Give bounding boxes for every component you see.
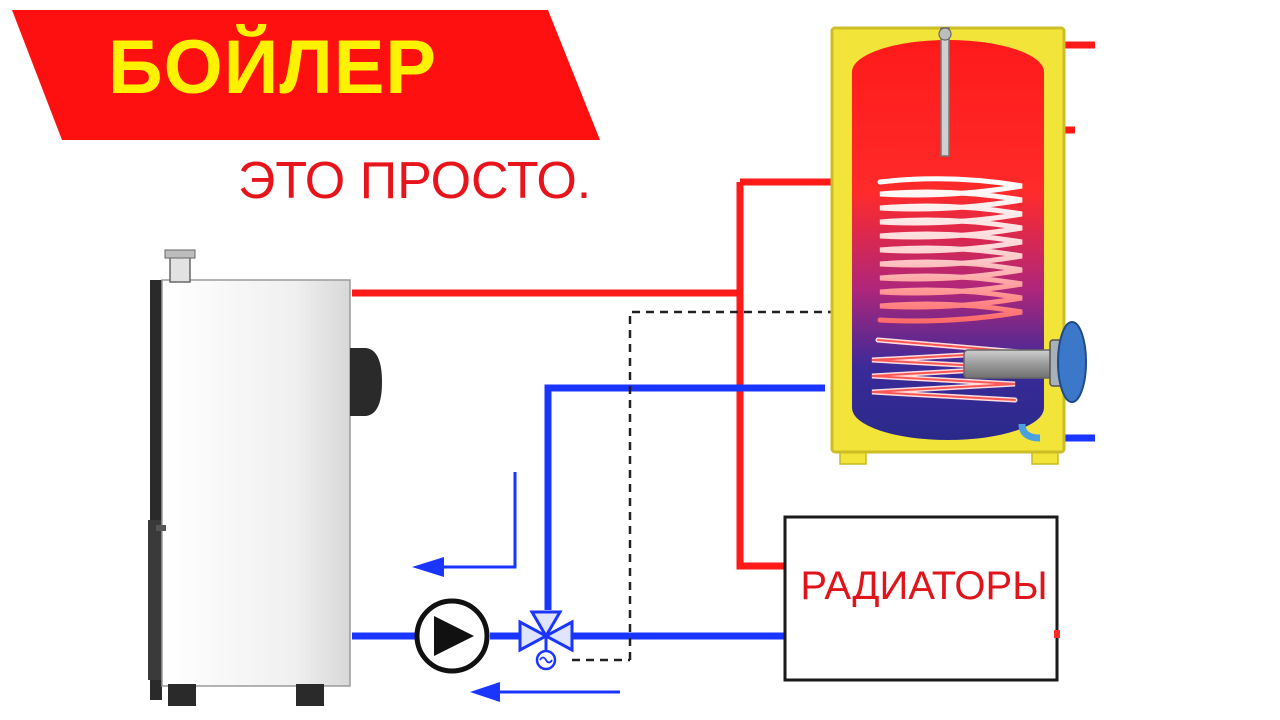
banner-background bbox=[12, 10, 600, 140]
banner-title: БОЙЛЕР bbox=[108, 25, 438, 110]
title-banner bbox=[12, 10, 600, 140]
electric-heater-element bbox=[963, 321, 1087, 403]
three-way-valve-icon bbox=[518, 610, 574, 671]
return-pipes bbox=[352, 384, 1095, 640]
radiators-label: РАДИАТОРЫ bbox=[800, 564, 1048, 608]
radiator-outlet-stub bbox=[1054, 630, 1060, 638]
boiler-unit bbox=[148, 249, 382, 706]
radiators-box bbox=[783, 515, 1059, 682]
subtitle: ЭТО ПРОСТО. bbox=[238, 152, 592, 210]
flow-arrow-lower bbox=[470, 682, 620, 702]
control-signal-line bbox=[628, 310, 860, 660]
flow-arrow-upper bbox=[412, 472, 517, 577]
cold-inlet-bend bbox=[1018, 423, 1041, 442]
circulation-pump-icon bbox=[414, 598, 490, 674]
